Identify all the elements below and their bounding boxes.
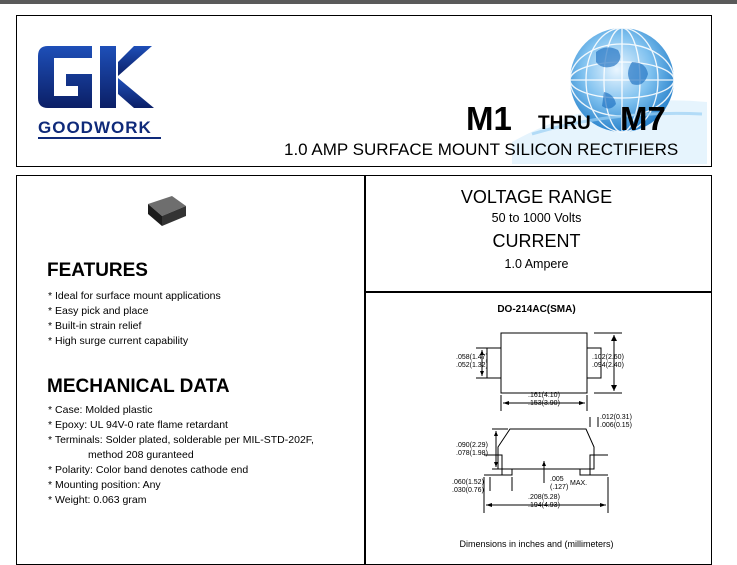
mechanical-item: * Terminals: Solder plated, solderable p… [48, 434, 314, 446]
current-value: 1.0 Ampere [504, 257, 569, 271]
company-name: GOODWORK [38, 118, 152, 137]
product-subtitle: 1.0 AMP SURFACE MOUNT SILICON RECTIFIERS [284, 140, 679, 159]
part-thru-word: THRU [538, 113, 591, 134]
dim-label: .005(.127) [550, 476, 569, 491]
header-frame [16, 15, 712, 167]
dimension-note: Dimensions in inches and (millimeters) [459, 539, 614, 549]
feature-item: * High surge current capability [48, 335, 189, 347]
dim-label: .012(0.31).006(0.15) [600, 414, 632, 429]
voltage-range-title: VOLTAGE RANGE [460, 187, 613, 207]
mechanical-data-heading: MECHANICAL DATA [47, 376, 230, 397]
dim-label: .060(1.52).030(0.76) [452, 479, 484, 494]
mechanical-item: * Case: Molded plastic [48, 404, 153, 416]
mechanical-item: * Polarity: Color band denotes cathode e… [48, 464, 249, 476]
mechanical-item: * Mounting position: Any [48, 479, 161, 491]
dim-label: .102(2.60).094(2.40) [592, 354, 624, 369]
company-logo [38, 46, 154, 108]
top-rule [0, 0, 737, 4]
component-image [148, 196, 186, 226]
dim-label: .058(1.47).052(1.32) [456, 354, 488, 369]
feature-item: * Ideal for surface mount applications [48, 290, 221, 302]
package-drawing [476, 332, 622, 513]
left-panel [16, 175, 366, 565]
part-number-end: M7 [620, 100, 666, 137]
features-heading: FEATURES [47, 260, 148, 281]
package-name: DO-214AC(SMA) [497, 304, 576, 315]
mechanical-item: * Epoxy: UL 94V-0 rate flame retardant [48, 419, 228, 431]
mechanical-item: method 208 guranteed [88, 449, 194, 461]
dim-label: .090(2.29).078(1.98) [456, 442, 488, 457]
feature-item: * Built-in strain relief [48, 320, 142, 332]
current-title: CURRENT [492, 231, 581, 251]
right-top-panel [364, 175, 712, 293]
part-number-start: M1 [466, 100, 512, 137]
feature-item: * Easy pick and place [48, 305, 149, 317]
voltage-range-value: 50 to 1000 Volts [491, 211, 582, 225]
globe-graphic [512, 27, 707, 164]
mechanical-item: * Weight: 0.063 gram [48, 494, 147, 506]
dim-label: .161(4.10).153(3.90) [528, 392, 560, 407]
dim-label: .208(5.28).194(4.93) [528, 494, 560, 509]
logo-underline [38, 137, 161, 139]
dim-label: MAX. [570, 480, 588, 487]
